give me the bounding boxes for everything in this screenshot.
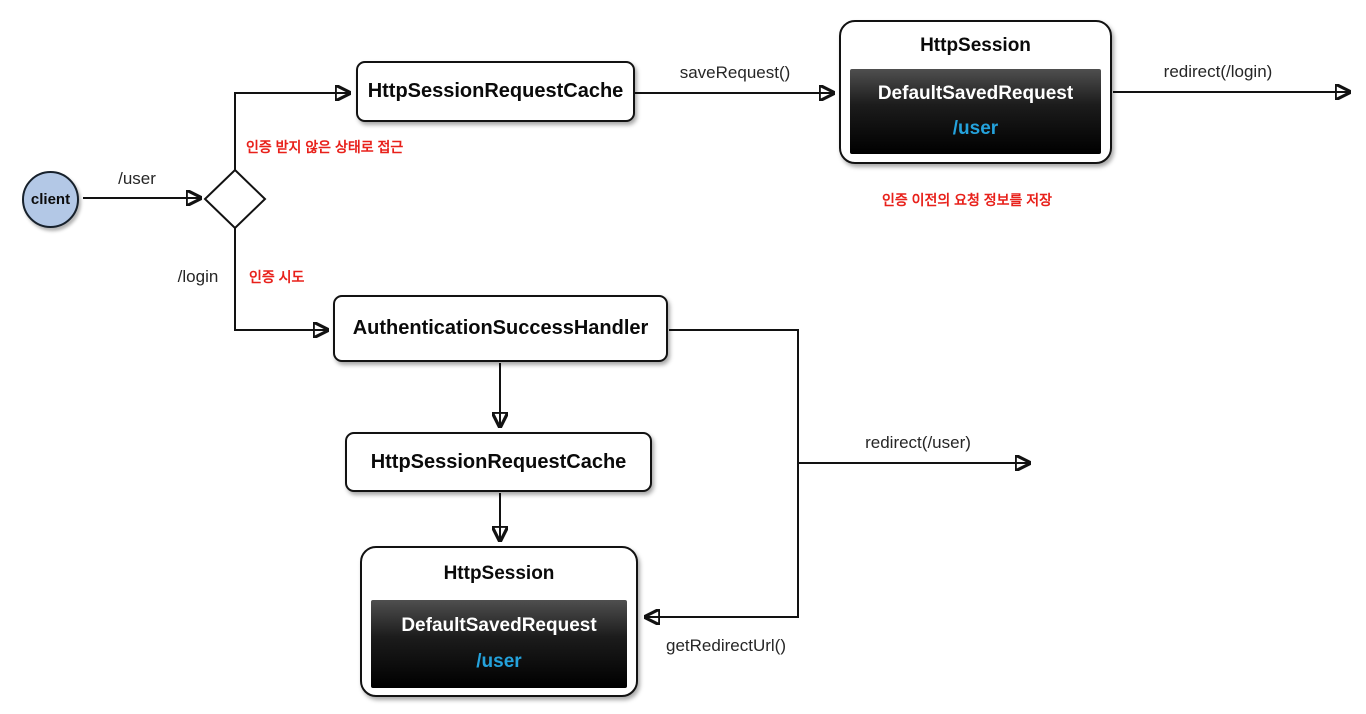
node-authentication-success-handler: AuthenticationSuccessHandler <box>333 295 668 362</box>
saved-request-value: /user <box>952 118 999 140</box>
edge-decision-to-auth <box>234 227 327 330</box>
client-node: client <box>22 171 79 228</box>
edge-decision-to-cache-top <box>234 93 349 171</box>
annotation-unauthenticated-access: 인증 받지 않은 상태로 접근 <box>246 139 404 155</box>
node-label: AuthenticationSuccessHandler <box>352 317 649 339</box>
edge-label-get-redirect-url: getRedirectUrl() <box>666 636 786 655</box>
node-http-session-request-cache-top: HttpSessionRequestCache <box>356 61 635 122</box>
edge-label-user-path: /user <box>118 169 156 188</box>
node-label: HttpSessionRequestCache <box>370 450 627 473</box>
http-session-title: HttpSession <box>920 34 1031 56</box>
edge-get-redirect-url <box>646 329 799 617</box>
edge-label-redirect-user: redirect(/user) <box>865 433 971 452</box>
saved-request-value: /user <box>476 651 522 673</box>
node-label: HttpSessionRequestCache <box>367 80 624 102</box>
client-label: client <box>30 191 71 208</box>
default-saved-request-box: DefaultSavedRequest /user <box>371 600 627 688</box>
edge-label-login-path: /login <box>177 267 219 286</box>
node-http-session-top: HttpSession DefaultSavedRequest /user <box>839 20 1112 164</box>
default-saved-request-box: DefaultSavedRequest /user <box>850 69 1101 154</box>
saved-request-label: DefaultSavedRequest <box>877 82 1074 104</box>
http-session-title: HttpSession <box>443 563 555 584</box>
saved-request-label: DefaultSavedRequest <box>401 614 597 636</box>
annotation-auth-attempt: 인증 시도 <box>249 269 305 285</box>
node-http-session-bottom: HttpSession DefaultSavedRequest /user <box>360 546 638 697</box>
decision-diamond <box>203 168 267 230</box>
node-http-session-request-cache-bottom: HttpSessionRequestCache <box>345 432 652 492</box>
edge-label-save-request: saveRequest() <box>679 63 791 82</box>
annotation-save-info: 인증 이전의 요청 정보를 저장 <box>881 192 1053 208</box>
edge-label-redirect-login: redirect(/login) <box>1163 62 1273 81</box>
